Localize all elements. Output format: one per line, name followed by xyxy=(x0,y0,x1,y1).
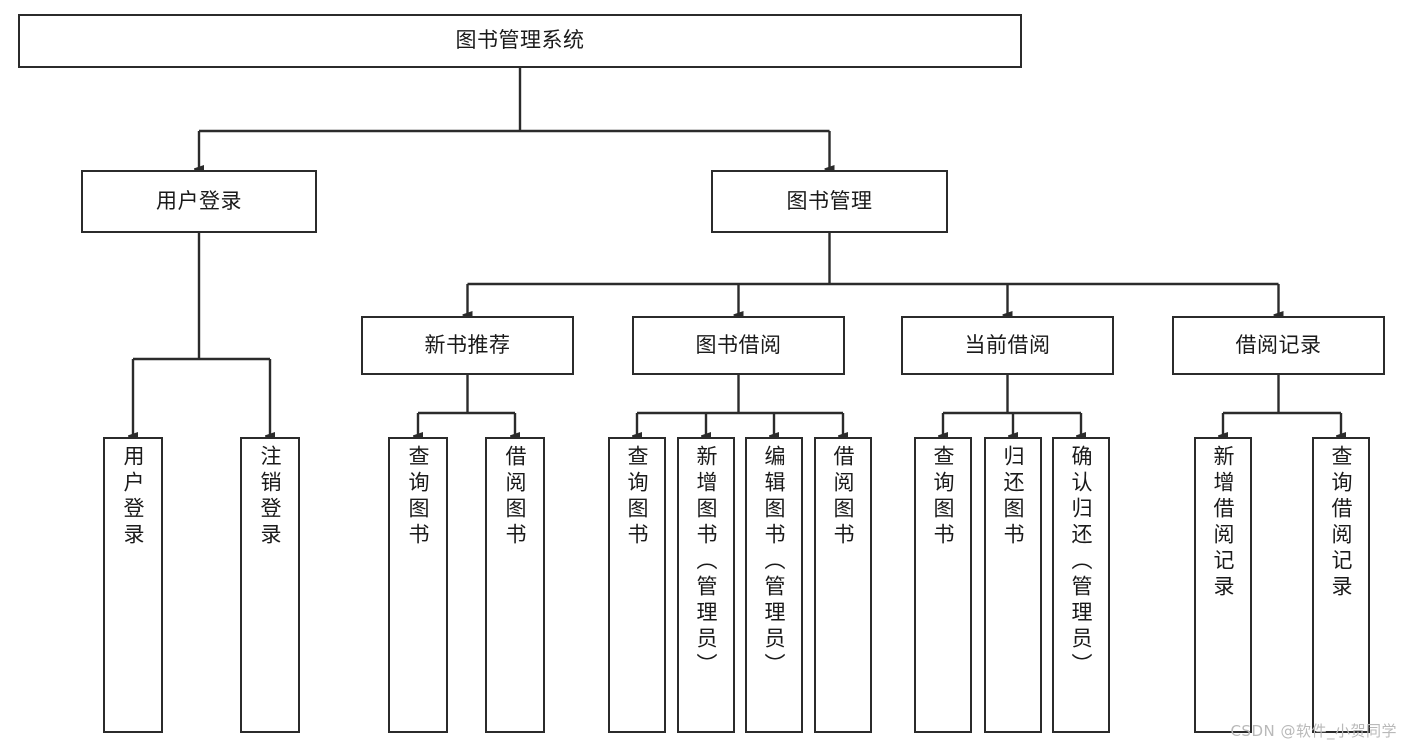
node-leaf-confirm-return[interactable]: 确认归还（管理员） xyxy=(1052,437,1110,733)
node-leaf-user-login[interactable]: 用户登录 xyxy=(103,437,163,733)
node-label: 查询图书 xyxy=(931,445,956,549)
node-leaf-query-borrow-record[interactable]: 查询借阅记录 xyxy=(1312,437,1370,733)
node-borrow-record[interactable]: 借阅记录 xyxy=(1172,316,1385,375)
node-label: 借阅图书 xyxy=(503,445,528,549)
node-label: 图书管理系统 xyxy=(455,28,585,53)
node-book-management[interactable]: 图书管理 xyxy=(711,170,948,233)
node-label: 查询图书 xyxy=(406,445,431,549)
node-leaf-add-borrow-record[interactable]: 新增借阅记录 xyxy=(1194,437,1252,733)
node-label: 图书借阅 xyxy=(695,332,782,357)
node-label: 确认归还（管理员） xyxy=(1069,445,1094,679)
node-label: 借阅图书 xyxy=(831,445,856,549)
node-leaf-borrow-book-2[interactable]: 借阅图书 xyxy=(814,437,872,733)
node-leaf-user-logout[interactable]: 注销登录 xyxy=(240,437,300,733)
node-new-book-recommend[interactable]: 新书推荐 xyxy=(361,316,574,375)
node-label: 图书管理 xyxy=(786,188,873,213)
node-leaf-query-book-3[interactable]: 查询图书 xyxy=(914,437,972,733)
node-user-login[interactable]: 用户登录 xyxy=(81,170,317,233)
node-label: 新增图书（管理员） xyxy=(694,445,719,679)
node-label: 用户登录 xyxy=(156,188,242,213)
node-leaf-return-book[interactable]: 归还图书 xyxy=(984,437,1042,733)
node-label: 注销登录 xyxy=(258,445,283,549)
node-root[interactable]: 图书管理系统 xyxy=(18,14,1022,68)
node-label: 查询图书 xyxy=(625,445,650,549)
node-current-borrow[interactable]: 当前借阅 xyxy=(901,316,1114,375)
node-label: 新增借阅记录 xyxy=(1211,445,1236,601)
node-label: 借阅记录 xyxy=(1235,332,1322,357)
node-leaf-query-book-2[interactable]: 查询图书 xyxy=(608,437,666,733)
node-leaf-query-book-1[interactable]: 查询图书 xyxy=(388,437,448,733)
node-leaf-add-book[interactable]: 新增图书（管理员） xyxy=(677,437,735,733)
node-label: 归还图书 xyxy=(1001,445,1026,549)
node-label: 编辑图书（管理员） xyxy=(762,445,787,679)
node-label: 当前借阅 xyxy=(964,332,1051,357)
node-label: 查询借阅记录 xyxy=(1329,445,1354,601)
node-label: 用户登录 xyxy=(121,445,146,549)
node-book-borrow[interactable]: 图书借阅 xyxy=(632,316,845,375)
node-leaf-edit-book[interactable]: 编辑图书（管理员） xyxy=(745,437,803,733)
node-label: 新书推荐 xyxy=(424,332,511,357)
node-leaf-borrow-book-1[interactable]: 借阅图书 xyxy=(485,437,545,733)
watermark-text: CSDN @软件_小贺同学 xyxy=(1230,722,1397,740)
